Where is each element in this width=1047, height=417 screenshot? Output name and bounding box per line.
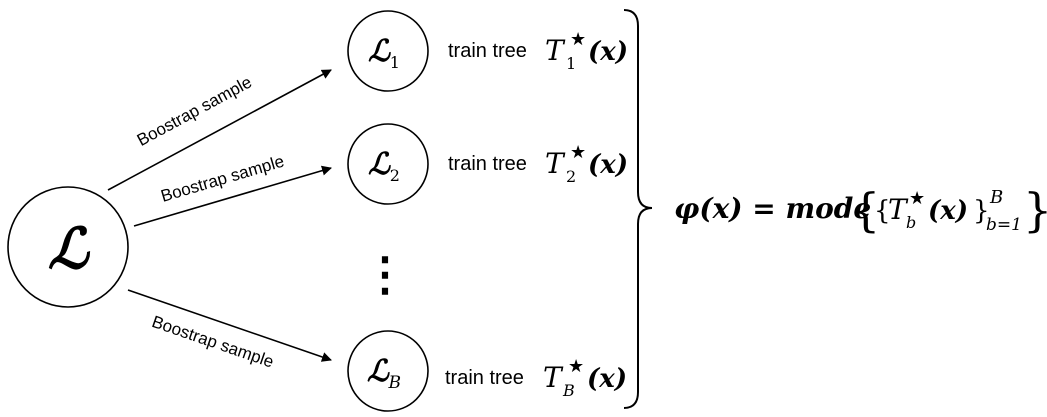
train-tree-1-argument: (x) bbox=[588, 37, 628, 67]
train-tree-2-argument: (x) bbox=[588, 150, 628, 180]
arrow-to-sample-2 bbox=[133, 165, 332, 227]
sample-node-2: ℒ2 bbox=[347, 123, 429, 205]
sample-node-2-symbol: ℒ2 bbox=[368, 147, 400, 185]
edge-label-sample-1: Boostrap sample bbox=[134, 72, 255, 150]
formula-inner-close-brace: } bbox=[973, 196, 990, 226]
formula-argument: (x) bbox=[928, 196, 968, 226]
formula-open-brace: { bbox=[851, 183, 880, 237]
formula-inner-open-brace: { bbox=[874, 196, 891, 226]
train-tree-b-text: train tree bbox=[445, 367, 524, 389]
train-tree-1-label: train tree T ★ 1 (x) bbox=[448, 29, 628, 73]
train-tree-b-argument: (x) bbox=[587, 364, 627, 394]
formula-range-superscript: B bbox=[989, 187, 1003, 208]
sample-node-1-symbol: ℒ1 bbox=[368, 34, 400, 72]
root-node-symbol: ℒ bbox=[48, 216, 91, 282]
sample-node-2-circle bbox=[347, 123, 429, 205]
sample-node-b-circle bbox=[347, 330, 429, 412]
edge-label-sample-2: Boostrap sample bbox=[159, 152, 287, 206]
sample-node-1-circle bbox=[347, 10, 429, 92]
train-tree-b-label: train tree T ★ B (x) bbox=[445, 356, 627, 400]
root-node: ℒ bbox=[7, 186, 129, 308]
arrow-to-sample-b bbox=[127, 289, 332, 362]
aggregation-formula: φ(x) = mode { { T ★ b (x) } B b=1 } bbox=[674, 183, 1047, 237]
train-tree-b-symbol: T bbox=[543, 361, 564, 394]
train-tree-b-superscript: ★ bbox=[568, 356, 584, 377]
train-tree-2-text: train tree bbox=[448, 153, 527, 175]
formula-close-brace: } bbox=[1023, 183, 1047, 237]
grouping-brace bbox=[623, 9, 653, 409]
train-tree-1-subscript: 1 bbox=[566, 54, 576, 73]
formula-range-subscript: b=1 bbox=[986, 215, 1022, 235]
sample-node-1: ℒ1 bbox=[347, 10, 429, 92]
formula-tree-symbol: T bbox=[888, 193, 909, 226]
train-tree-1-symbol: T bbox=[545, 34, 566, 67]
train-tree-2-subscript: 2 bbox=[566, 167, 576, 186]
vertical-ellipsis: ⋮ bbox=[362, 247, 408, 301]
formula-lhs: φ(x) = mode bbox=[674, 192, 871, 225]
root-node-circle bbox=[7, 186, 129, 308]
train-tree-2-superscript: ★ bbox=[570, 142, 586, 163]
train-tree-b-subscript: B bbox=[562, 381, 575, 400]
formula-tree-subscript: b bbox=[906, 213, 916, 232]
train-tree-2-symbol: T bbox=[545, 147, 566, 180]
train-tree-2-label: train tree T ★ 2 (x) bbox=[448, 142, 628, 186]
train-tree-1-text: train tree bbox=[448, 40, 527, 62]
formula-tree-superscript: ★ bbox=[909, 188, 925, 209]
edge-label-sample-b: Boostrap sample bbox=[149, 312, 276, 372]
sample-node-b-symbol: ℒB bbox=[367, 354, 401, 393]
sample-node-b: ℒB bbox=[347, 330, 429, 412]
train-tree-1-superscript: ★ bbox=[570, 29, 586, 50]
arrow-to-sample-1 bbox=[107, 69, 332, 191]
